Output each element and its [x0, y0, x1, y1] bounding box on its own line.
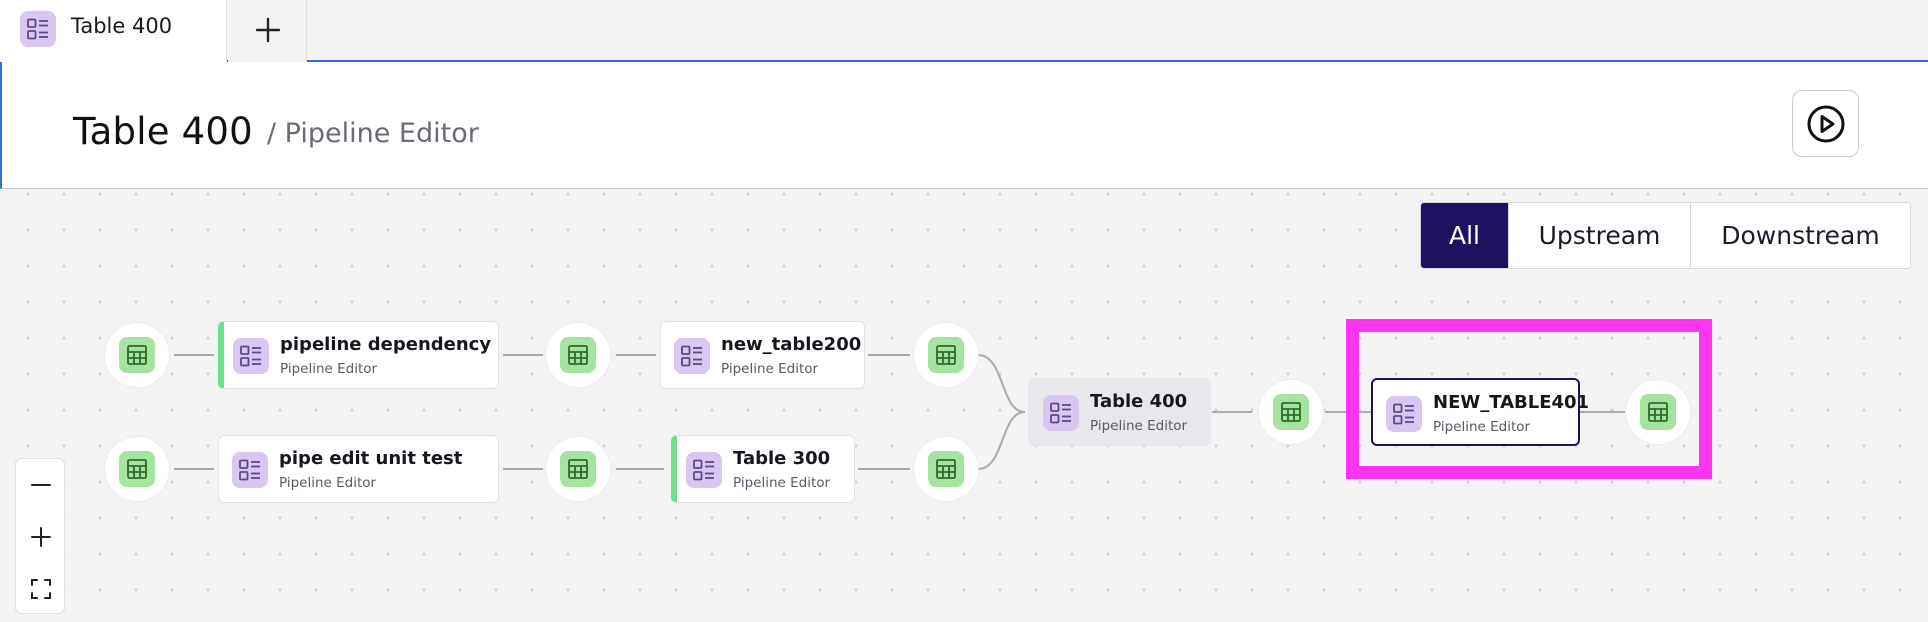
new-tab-button[interactable]: [228, 0, 307, 62]
filter-upstream-button[interactable]: Upstream: [1509, 203, 1691, 268]
filter-all-button[interactable]: All: [1421, 203, 1509, 268]
pipeline-icon: [232, 452, 268, 488]
pipeline-node-table400-current[interactable]: Table 400 Pipeline Editor: [1028, 378, 1211, 446]
node-subtitle: Pipeline Editor: [1090, 418, 1188, 434]
node-subtitle: Pipeline Editor: [721, 361, 819, 377]
node-title: NEW_TABLE401: [1433, 392, 1590, 413]
tab-bar: Table 400: [0, 0, 1928, 62]
pipeline-icon: [1043, 395, 1079, 431]
run-button[interactable]: [1792, 90, 1859, 157]
node-subtitle: Pipeline Editor: [280, 361, 378, 377]
dataset-node[interactable]: [1626, 380, 1690, 444]
dataset-node[interactable]: [1259, 380, 1323, 444]
node-subtitle: Pipeline Editor: [279, 475, 377, 491]
table-icon: [1273, 394, 1309, 430]
zoom-controls: [15, 458, 65, 614]
dataset-node[interactable]: [105, 437, 169, 501]
highlight-box: [1346, 319, 1712, 479]
fit-screen-icon: [31, 579, 51, 599]
pipeline-icon: [20, 11, 56, 47]
dataset-node[interactable]: [914, 323, 978, 387]
lineage-canvas[interactable]: All Upstream Downstream: [0, 190, 1928, 622]
dataset-node[interactable]: [546, 323, 610, 387]
pipeline-node-pipe-edit-unit-test[interactable]: pipe edit unit test Pipeline Editor: [218, 435, 499, 503]
tab-label: Table 400: [71, 14, 173, 38]
fit-view-button[interactable]: [16, 563, 66, 615]
node-subtitle: Pipeline Editor: [1433, 419, 1531, 435]
pipeline-node-pipeline-dependency[interactable]: pipeline dependency Pipeline Editor: [218, 321, 499, 389]
lineage-edges: [174, 354, 1625, 470]
node-title: Table 400: [1090, 391, 1188, 412]
pipeline-icon: [233, 338, 269, 374]
table-icon: [119, 337, 155, 373]
table-icon: [560, 451, 596, 487]
pipeline-icon: [686, 452, 722, 488]
dataset-node[interactable]: [105, 323, 169, 387]
pipeline-node-new-table401[interactable]: NEW_TABLE401 Pipeline Editor: [1371, 378, 1589, 446]
dataset-node[interactable]: [546, 437, 610, 501]
node-title: Table 300: [733, 448, 831, 469]
table-icon: [1640, 394, 1676, 430]
zoom-in-button[interactable]: [16, 511, 66, 563]
table-icon: [928, 451, 964, 487]
table-icon: [928, 337, 964, 373]
page-title: Table 400: [73, 110, 253, 153]
table-icon: [560, 337, 596, 373]
node-title: pipeline dependency: [280, 334, 492, 355]
minus-icon: [31, 484, 51, 486]
pipeline-node-table300[interactable]: Table 300 Pipeline Editor: [671, 435, 855, 503]
node-title: pipe edit unit test: [279, 448, 463, 469]
lineage-filter: All Upstream Downstream: [1420, 202, 1911, 269]
tab-table-400[interactable]: Table 400: [0, 0, 227, 62]
plus-icon: [31, 527, 51, 547]
plus-icon: [255, 17, 281, 43]
node-title: new_table200: [721, 334, 862, 355]
page-subtitle: / Pipeline Editor: [267, 118, 479, 149]
dataset-node[interactable]: [914, 437, 978, 501]
page-header: Table 400 / Pipeline Editor: [0, 62, 1928, 189]
pipeline-node-new-table200[interactable]: new_table200 Pipeline Editor: [660, 321, 865, 389]
table-icon: [119, 451, 155, 487]
pipeline-icon: [674, 338, 710, 374]
pipeline-icon: [1386, 396, 1422, 432]
play-circle-icon: [1807, 105, 1845, 143]
node-subtitle: Pipeline Editor: [733, 475, 831, 491]
filter-downstream-button[interactable]: Downstream: [1691, 203, 1910, 268]
zoom-out-button[interactable]: [16, 459, 66, 511]
